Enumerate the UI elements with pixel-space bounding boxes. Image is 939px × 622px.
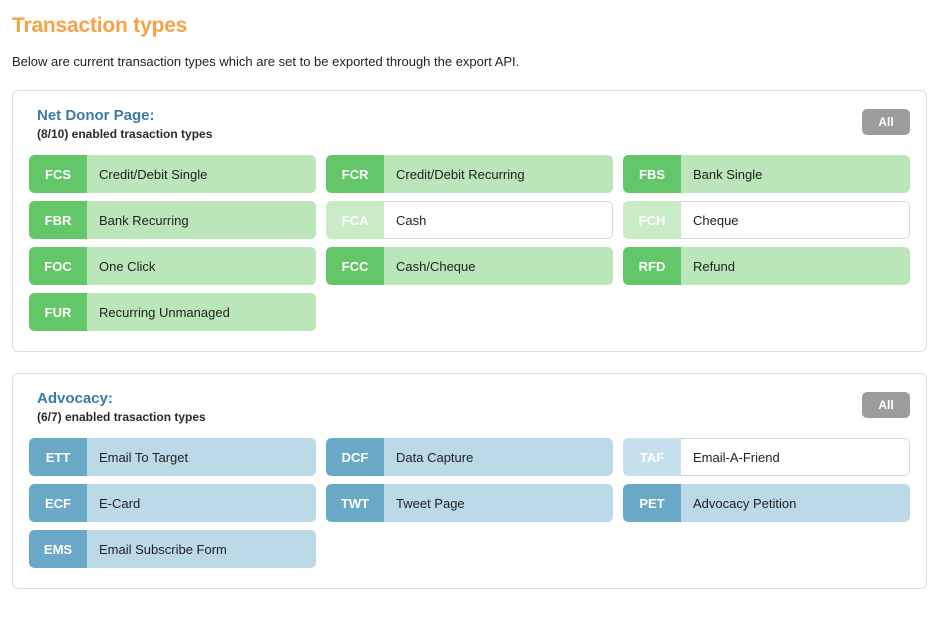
transaction-type-label: Credit/Debit Recurring [384, 155, 613, 193]
transaction-type-label: Refund [681, 247, 910, 285]
transaction-type-code: FUR [29, 293, 87, 331]
transaction-type-code: PET [623, 484, 681, 522]
transaction-type-label: Bank Single [681, 155, 910, 193]
group-header: Net Donor Page: (8/10) enabled trasaction… [29, 107, 910, 143]
transaction-type-code: FOC [29, 247, 87, 285]
transaction-type-label: One Click [87, 247, 316, 285]
group-title: Advocacy: [37, 390, 113, 407]
transaction-type-label: Credit/Debit Single [87, 155, 316, 193]
transaction-type-label: Data Capture [384, 438, 613, 476]
transaction-type-code: FCS [29, 155, 87, 193]
transaction-type-code: DCF [326, 438, 384, 476]
transaction-type-code: TWT [326, 484, 384, 522]
transaction-type-code: ECF [29, 484, 87, 522]
transaction-type-code: FCC [326, 247, 384, 285]
transaction-type-groups: Net Donor Page: (8/10) enabled trasaction… [12, 90, 927, 589]
page-description: Below are current transaction types whic… [12, 54, 520, 69]
transaction-type-label: Cash/Cheque [384, 247, 613, 285]
transaction-type-code: FBS [623, 155, 681, 193]
transaction-type-code: RFD [623, 247, 681, 285]
select-all-button[interactable]: All [862, 109, 910, 135]
transaction-type-code: FBR [29, 201, 87, 239]
select-all-button[interactable]: All [862, 392, 910, 418]
transaction-type-code: EMS [29, 530, 87, 568]
transaction-type-label: E-Card [87, 484, 316, 522]
group-panel-green: Net Donor Page: (8/10) enabled trasaction… [12, 90, 927, 352]
transaction-type-label: Email To Target [87, 438, 316, 476]
group-enabled-count: (8/10) enabled trasaction types [37, 127, 213, 141]
group-header: Advocacy: (6/7) enabled trasaction types A… [29, 390, 910, 426]
transaction-type-label: Cash [384, 201, 613, 239]
transaction-type-label: Email-A-Friend [681, 438, 910, 476]
transaction-type-label: Email Subscribe Form [87, 530, 316, 568]
page-title: Transaction types [12, 14, 188, 37]
transaction-type-code: ETT [29, 438, 87, 476]
group-enabled-count: (6/7) enabled trasaction types [37, 410, 206, 424]
transaction-type-code: FCH [623, 201, 681, 239]
transaction-type-code: TAF [623, 438, 681, 476]
transaction-type-label: Bank Recurring [87, 201, 316, 239]
transaction-type-label: Tweet Page [384, 484, 613, 522]
transaction-type-code: FCA [326, 201, 384, 239]
transaction-type-label: Advocacy Petition [681, 484, 910, 522]
group-title: Net Donor Page: [37, 107, 155, 124]
transaction-type-label: Cheque [681, 201, 910, 239]
transaction-types-page: Transaction types Below are current tran… [12, 14, 927, 589]
transaction-type-label: Recurring Unmanaged [87, 293, 316, 331]
transaction-type-code: FCR [326, 155, 384, 193]
